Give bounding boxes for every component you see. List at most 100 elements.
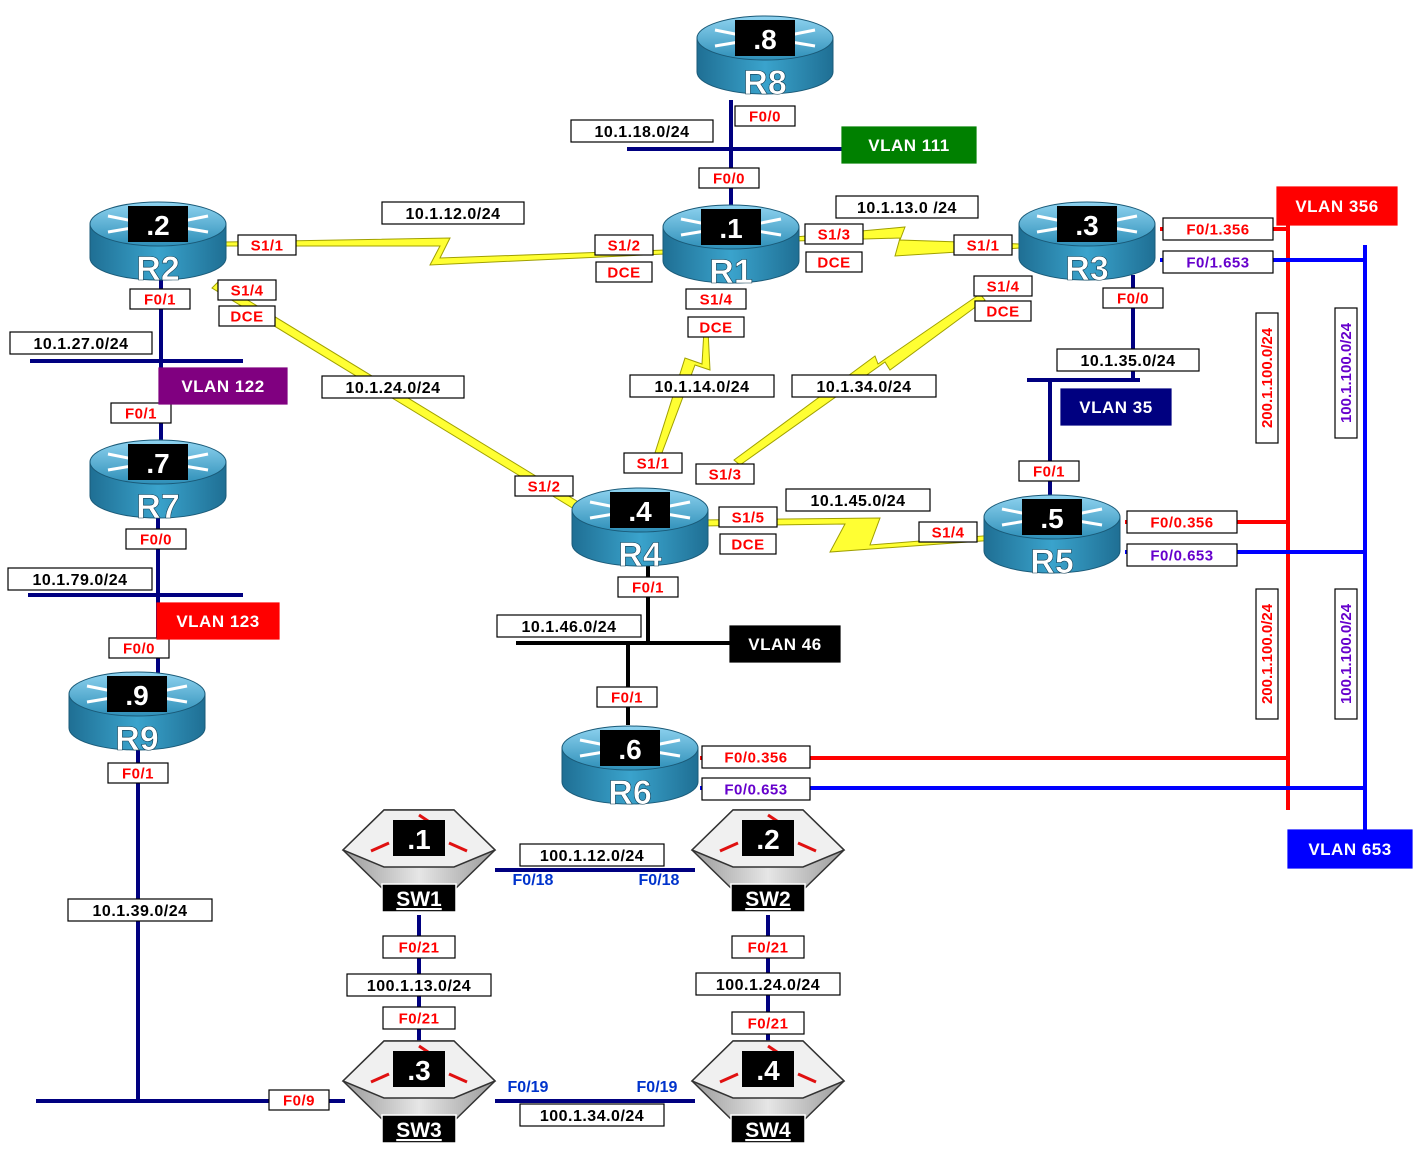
router-name-label: R2 [136, 250, 179, 288]
interfaces-r4_s12-label: S1/2 [514, 475, 574, 497]
vlans-v122-label: VLAN 122 [158, 367, 288, 405]
svg-text:F0/0.653: F0/0.653 [1150, 547, 1213, 564]
svg-text:DCE: DCE [986, 303, 1019, 320]
svg-text:F0/1.653: F0/1.653 [1186, 254, 1249, 271]
svg-text:VLAN 122: VLAN 122 [181, 377, 264, 396]
subnets-v356_a-label: 200.1.100.0/24 [1255, 312, 1279, 444]
switch-name-box [730, 1114, 806, 1144]
subnets-n24-label: 10.1.24.0/24 [321, 375, 465, 399]
router-host-label: .3 [1075, 210, 1098, 241]
router-host-box [128, 206, 188, 242]
router-host-label: .6 [618, 734, 641, 765]
interfaces-r3_f01_653-label: F0/1.653 [1162, 250, 1274, 274]
svg-text:S1/3: S1/3 [818, 226, 851, 243]
subnets-n34-label: 10.1.34.0/24 [791, 374, 937, 398]
interfaces-r2_s11-label: S1/1 [237, 234, 297, 256]
interfaces-r1_s12-label: S1/2 [594, 234, 654, 256]
subnets-s12-label: 100.1.12.0/24 [519, 843, 665, 867]
interfaces-r5_f00_653-label: F0/0.653 [1126, 543, 1238, 567]
router-r4[interactable]: .4R4 [571, 487, 709, 574]
interfaces-sw2_f021-label: F0/21 [731, 935, 805, 959]
subnets-n46-label: 10.1.46.0/24 [496, 614, 642, 638]
subnets-n27-label: 10.1.27.0/24 [9, 331, 153, 355]
labels: F0/0F0/0S1/2DCES1/3DCES1/4DCES1/1S1/4DCE… [7, 105, 1413, 1127]
routers: .8R8.1R1.2R2.3R3.7R7.4R4.5R5.9R9.6R6 [68, 15, 1156, 812]
dce-r1_s12-label: DCE [595, 261, 653, 283]
router-host-box [1022, 499, 1082, 535]
svg-text:100.1.34.0/24: 100.1.34.0/24 [540, 1108, 644, 1125]
svg-text:VLAN 35: VLAN 35 [1079, 398, 1152, 417]
subnets-n12-label: 10.1.12.0/24 [381, 201, 525, 225]
svg-text:F0/0.356: F0/0.356 [1150, 514, 1213, 531]
svg-text:F0/0.653: F0/0.653 [724, 781, 787, 798]
switch-host-box [393, 820, 445, 856]
svg-text:10.1.24.0/24: 10.1.24.0/24 [346, 380, 441, 397]
subnets-n14-label: 10.1.14.0/24 [629, 374, 775, 398]
interfaces-r5_s14-label: S1/4 [918, 521, 978, 543]
svg-text:DCE: DCE [230, 308, 263, 325]
router-r1[interactable]: .1R1 [662, 204, 800, 291]
vlans-v46-label: VLAN 46 [729, 625, 841, 663]
subnets-n35-label: 10.1.35.0/24 [1056, 348, 1200, 372]
router-r9[interactable]: .9R9 [68, 671, 206, 758]
svg-text:F0/1: F0/1 [611, 689, 643, 706]
svg-text:DCE: DCE [817, 254, 850, 271]
router-r2[interactable]: .2R2 [89, 201, 227, 288]
svg-text:200.1.100.0/24: 200.1.100.0/24 [1259, 603, 1276, 704]
switch-name-label: SW1 [396, 888, 442, 911]
router-r7[interactable]: .7R7 [89, 439, 227, 526]
router-r6[interactable]: .6R6 [561, 725, 699, 812]
interfaces-r1_s14-label: S1/4 [685, 288, 747, 310]
svg-text:F0/0: F0/0 [123, 640, 155, 657]
svg-text:VLAN 123: VLAN 123 [176, 612, 259, 631]
router-host-box [610, 492, 670, 528]
subnets-v653_a-label: 100.1.100.0/24 [1334, 307, 1358, 439]
switch-name-label: SW2 [745, 888, 791, 911]
svg-text:10.1.27.0/24: 10.1.27.0/24 [34, 336, 129, 353]
router-host-label: .4 [628, 496, 652, 527]
router-r5[interactable]: .5R5 [983, 494, 1121, 581]
svg-text:S1/4: S1/4 [987, 278, 1020, 295]
svg-text:F0/21: F0/21 [399, 1010, 440, 1027]
router-r8[interactable]: .8R8 [696, 15, 834, 102]
svg-text:DCE: DCE [731, 536, 764, 553]
router-name-label: R1 [709, 253, 752, 291]
subnets-s13-label: 100.1.13.0/24 [346, 973, 492, 997]
interfaces-r8_f00-label: F0/0 [734, 105, 796, 127]
interfaces-sw1_f021-label: F0/21 [382, 935, 456, 959]
vlans-v356-label: VLAN 356 [1276, 186, 1398, 226]
vlans-v123-label: VLAN 123 [156, 602, 280, 640]
subnets-s34-label: 100.1.34.0/24 [519, 1103, 665, 1127]
svg-text:100.1.100.0/24: 100.1.100.0/24 [1338, 603, 1355, 704]
interfaces-r2_f01-label: F0/1 [129, 288, 191, 310]
svg-text:S1/3: S1/3 [709, 466, 742, 483]
switch-name-box [381, 883, 457, 913]
router-name-label: R7 [136, 488, 179, 526]
svg-text:10.1.79.0/24: 10.1.79.0/24 [33, 572, 128, 589]
svg-text:10.1.12.0/24: 10.1.12.0/24 [406, 206, 501, 223]
switch-name-box [381, 1114, 457, 1144]
interfaces-sw3_f019-label: F0/19 [508, 1079, 549, 1096]
router-host-box [600, 730, 660, 766]
interfaces-r1_s13-label: S1/3 [804, 223, 864, 245]
svg-text:10.1.46.0/24: 10.1.46.0/24 [522, 619, 617, 636]
svg-text:100.1.12.0/24: 100.1.12.0/24 [540, 848, 644, 865]
dce-r2_s14-label: DCE [218, 305, 276, 327]
svg-text:10.1.45.0/24: 10.1.45.0/24 [811, 493, 906, 510]
subnets-v653_b-label: 100.1.100.0/24 [1334, 588, 1358, 720]
interfaces-r5_f00_356-label: F0/0.356 [1126, 510, 1238, 534]
router-r3[interactable]: .3R3 [1018, 201, 1156, 288]
svg-text:F0/1: F0/1 [125, 405, 157, 422]
router-host-label: .9 [125, 680, 148, 711]
svg-text:S1/1: S1/1 [251, 237, 284, 254]
interfaces-sw2_f018-label: F0/18 [639, 872, 680, 889]
interfaces-r4_f01-label: F0/1 [617, 576, 679, 598]
router-host-label: .2 [146, 210, 169, 241]
svg-text:F0/1: F0/1 [1033, 463, 1065, 480]
svg-text:100.1.13.0/24: 100.1.13.0/24 [367, 978, 471, 995]
